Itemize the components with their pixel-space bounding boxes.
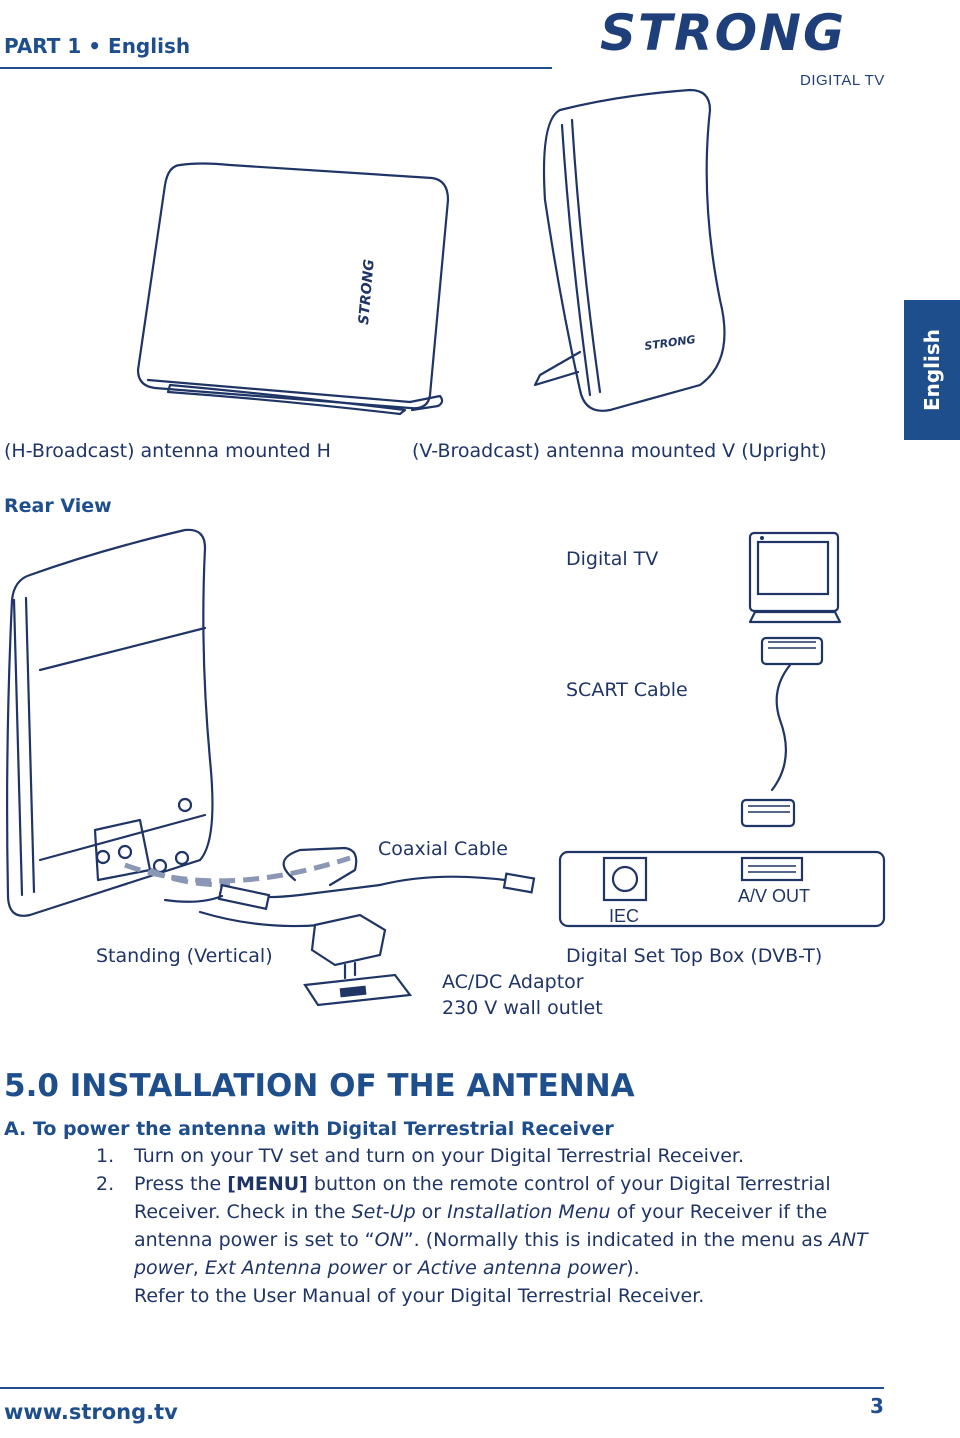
language-side-tab: English (904, 300, 960, 440)
caption-scart-cable: SCART Cable (566, 679, 688, 701)
step-1-number: 1. (96, 1145, 115, 1167)
header-divider (0, 67, 552, 69)
set-top-box-illustration: IEC A/V OUT (558, 850, 886, 928)
iec-label: IEC (609, 906, 639, 926)
strong-logo: STRONG (600, 4, 847, 62)
caption-horizontal: (H-Broadcast) antenna mounted H (4, 440, 331, 462)
footer-divider (0, 1387, 884, 1389)
caption-adaptor: AC/DC Adaptor (442, 971, 584, 993)
caption-standing: Standing (Vertical) (96, 945, 273, 967)
refer-manual-text: Refer to the User Manual of your Digital… (134, 1285, 705, 1307)
part-label: PART 1 • English (4, 34, 191, 58)
step-2-text: Press the [MENU] button on the remote co… (134, 1173, 868, 1307)
step-2-number: 2. (96, 1173, 115, 1195)
rear-view-heading: Rear View (4, 495, 112, 517)
step-1-text: Turn on your TV set and turn on your Dig… (134, 1145, 744, 1167)
svg-text:STRONG: STRONG (356, 259, 378, 326)
caption-coaxial-cable: Coaxial Cable (378, 838, 508, 860)
step-1: 1. Turn on your TV set and turn on your … (96, 1142, 896, 1172)
section-title: 5.0 INSTALLATION OF THE ANTENNA (4, 1068, 635, 1104)
footer-url[interactable]: www.strong.tv (4, 1400, 178, 1424)
horizontal-antenna-illustration: STRONG (136, 162, 450, 416)
caption-digital-tv: Digital TV (566, 548, 659, 570)
page-number: 3 (870, 1394, 884, 1418)
step-2: 2. Press the [MENU] button on the remote… (96, 1170, 896, 1310)
av-out-label: A/V OUT (738, 886, 810, 906)
section-subtitle: A. To power the antenna with Digital Ter… (4, 1118, 614, 1140)
caption-vertical: (V-Broadcast) antenna mounted V (Upright… (412, 440, 827, 462)
rear-view-antenna-illustration (6, 528, 214, 917)
tv-illustration (748, 531, 842, 624)
logo-subtitle: DIGITAL TV (800, 72, 885, 89)
caption-set-top-box: Digital Set Top Box (DVB-T) (566, 945, 823, 967)
menu-key-label: [MENU] (227, 1173, 308, 1195)
caption-wall-outlet: 230 V wall outlet (442, 997, 603, 1019)
vertical-antenna-illustration: STRONG (533, 88, 726, 412)
